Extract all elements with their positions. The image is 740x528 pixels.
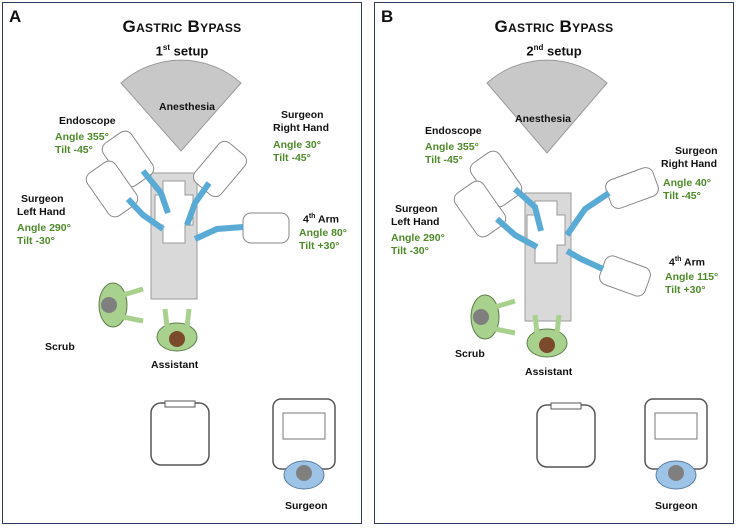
vision-cart [150,400,210,466]
scrub-label: Scrub [45,341,75,353]
scrub-person [470,294,516,340]
panel-b: B Gastric Bypass 2nd setup Anesthesia En… [374,2,734,524]
panel-letter: A [9,7,22,26]
fourth-arm-angle: Angle 80° [299,227,347,239]
anesthesia-zone [120,59,242,152]
or-layout-diagram [85,59,336,490]
panel-a: A Gastric Bypass 1st setup Anesthesia En… [2,2,362,524]
anesthesia-label: Anesthesia [515,113,572,125]
left-hand-tilt: Tilt -30° [17,235,55,247]
fourth-arm-tilt: Tilt +30° [665,284,706,296]
panel-title: Gastric Bypass [122,17,242,36]
right-hand-label-1: Surgeon [281,109,324,121]
endoscope-tilt: Tilt -45° [55,144,93,156]
fourth-arm-label: 4th Arm [303,213,339,226]
assistant-person [526,314,568,358]
anesthesia-label: Anesthesia [159,101,216,113]
left-hand-tilt: Tilt -30° [391,245,429,257]
right-hand-tilt: Tilt -45° [663,190,701,202]
endoscope-robot-cart [85,130,171,232]
right-hand-label-1: Surgeon [675,145,718,157]
fourth-arm-label: 4th Arm [669,256,705,269]
endoscope-angle: Angle 355° [55,131,109,143]
surgeon-label: Surgeon [655,500,698,512]
right-hand-angle: Angle 30° [273,139,321,151]
fourth-arm-robot-cart [565,248,651,297]
left-hand-label-1: Surgeon [395,203,438,215]
right-hand-robot-cart [564,167,659,237]
endoscope-label: Endoscope [59,115,116,127]
left-hand-angle: Angle 290° [391,232,445,244]
endoscope-robot-cart [453,150,544,250]
endoscope-tilt: Tilt -45° [425,154,463,166]
left-hand-label-2: Left Hand [391,216,440,228]
left-hand-angle: Angle 290° [17,222,71,234]
right-hand-label-2: Right Hand [273,122,329,134]
assistant-person [156,308,198,352]
setup-label: 1st setup [155,43,209,59]
surgeon-console [272,398,336,490]
panel-letter: B [381,7,394,26]
panel-title: Gastric Bypass [494,17,614,36]
fourth-arm-angle: Angle 115° [665,271,719,283]
vision-cart [536,402,596,468]
surgeon-console [644,398,708,490]
right-hand-angle: Angle 40° [663,177,711,189]
scrub-person [98,282,144,328]
surgeon-label: Surgeon [285,500,328,512]
right-hand-label-2: Right Hand [661,158,717,170]
endoscope-label: Endoscope [425,125,482,137]
scrub-label: Scrub [455,348,485,360]
fourth-arm-tilt: Tilt +30° [299,240,340,252]
endoscope-angle: Angle 355° [425,141,479,153]
assistant-label: Assistant [525,366,573,378]
anesthesia-zone [486,59,608,154]
assistant-label: Assistant [151,359,199,371]
fourth-arm-robot-cart [193,212,290,244]
right-hand-tilt: Tilt -45° [273,152,311,164]
setup-label: 2nd setup [526,43,582,59]
left-hand-label-1: Surgeon [21,193,64,205]
right-hand-robot-cart [184,140,247,227]
left-hand-label-2: Left Hand [17,206,66,218]
or-layout-diagram [453,59,708,490]
